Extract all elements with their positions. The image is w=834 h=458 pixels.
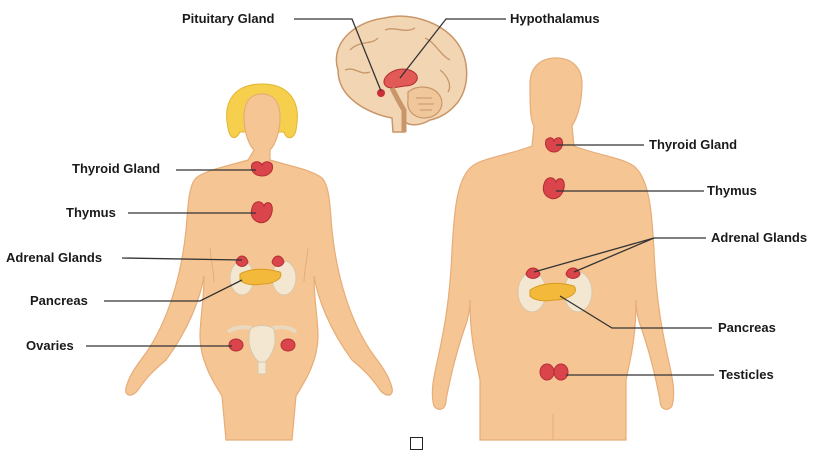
male-adrenal-left [525, 267, 541, 279]
label-female-adrenal: Adrenal Glands [6, 250, 103, 265]
female-thyroid [251, 161, 273, 177]
male-testicle-right [553, 363, 569, 381]
cerebellum [407, 86, 443, 119]
checkbox-icon[interactable] [410, 437, 423, 450]
label-female-ovaries: Ovaries [26, 338, 74, 353]
pituitary-dot [377, 89, 385, 97]
brainstem [389, 86, 407, 132]
hypothalamus-shape [383, 68, 418, 89]
line-male-pancreas [559, 295, 712, 329]
line-hypothalamus [399, 18, 506, 79]
label-male-thymus: Thymus [707, 183, 757, 198]
female-adrenal-left [235, 255, 249, 267]
label-pituitary-gland: Pituitary Gland [182, 11, 275, 26]
cerebellum-lines [416, 97, 434, 111]
male-thymus [542, 177, 565, 200]
label-male-adrenal: Adrenal Glands [711, 230, 808, 245]
female-body [125, 93, 393, 441]
male-thyroid [545, 137, 563, 153]
line-female-adrenal [121, 257, 243, 261]
male-figure [431, 57, 675, 441]
cervix [257, 361, 267, 375]
female-waist-line-l [209, 247, 215, 283]
label-male-pancreas: Pancreas [718, 320, 776, 335]
label-female-pancreas: Pancreas [30, 293, 88, 308]
female-pancreas [239, 268, 282, 286]
label-male-thyroid: Thyroid Gland [649, 137, 738, 152]
female-adrenal-right [271, 255, 285, 267]
male-testicle-left [539, 363, 555, 381]
label-female-thymus: Thymus [66, 205, 116, 220]
male-pancreas [529, 282, 576, 302]
uterus [248, 325, 276, 365]
label-female-thyroid: Thyroid Gland [72, 161, 161, 176]
line-male-adrenal-right [573, 237, 655, 273]
brain-folds [344, 27, 451, 93]
label-hypothalamus: Hypothalamus [510, 11, 600, 26]
brain-illustration [335, 15, 468, 133]
label-male-testicles: Testicles [719, 367, 774, 382]
male-adrenal-right [565, 267, 581, 279]
female-thymus [250, 201, 273, 224]
female-ovary-right [280, 338, 296, 352]
line-female-pancreas [104, 279, 243, 302]
male-body [431, 57, 675, 441]
leader-lines [86, 18, 714, 376]
female-waist-line-r [303, 247, 309, 283]
female-ovary-left [228, 338, 244, 352]
line-pituitary [294, 18, 382, 92]
female-figure [125, 83, 393, 441]
